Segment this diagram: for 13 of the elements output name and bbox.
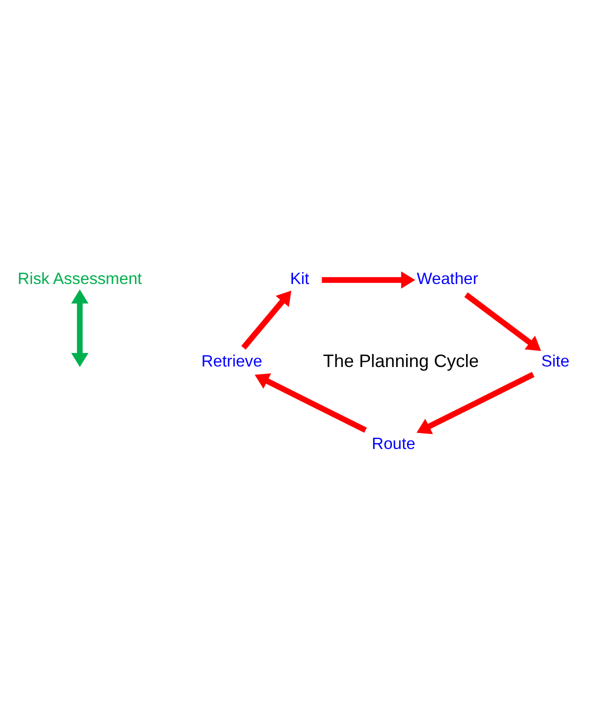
node-text: Weather [416, 270, 478, 288]
arrow [464, 292, 542, 350]
node-text: Kit [290, 270, 310, 288]
arrow [416, 371, 534, 434]
label: The Planning Cycle [323, 350, 479, 371]
arrow [241, 290, 292, 350]
arrow [322, 270, 416, 288]
arrow [254, 372, 367, 432]
node-text: Retrieve [201, 352, 262, 370]
node-text: Route [372, 434, 416, 453]
arrow [71, 288, 88, 367]
node-text: Risk Assessment [18, 270, 142, 288]
node-text: Site [541, 352, 570, 370]
